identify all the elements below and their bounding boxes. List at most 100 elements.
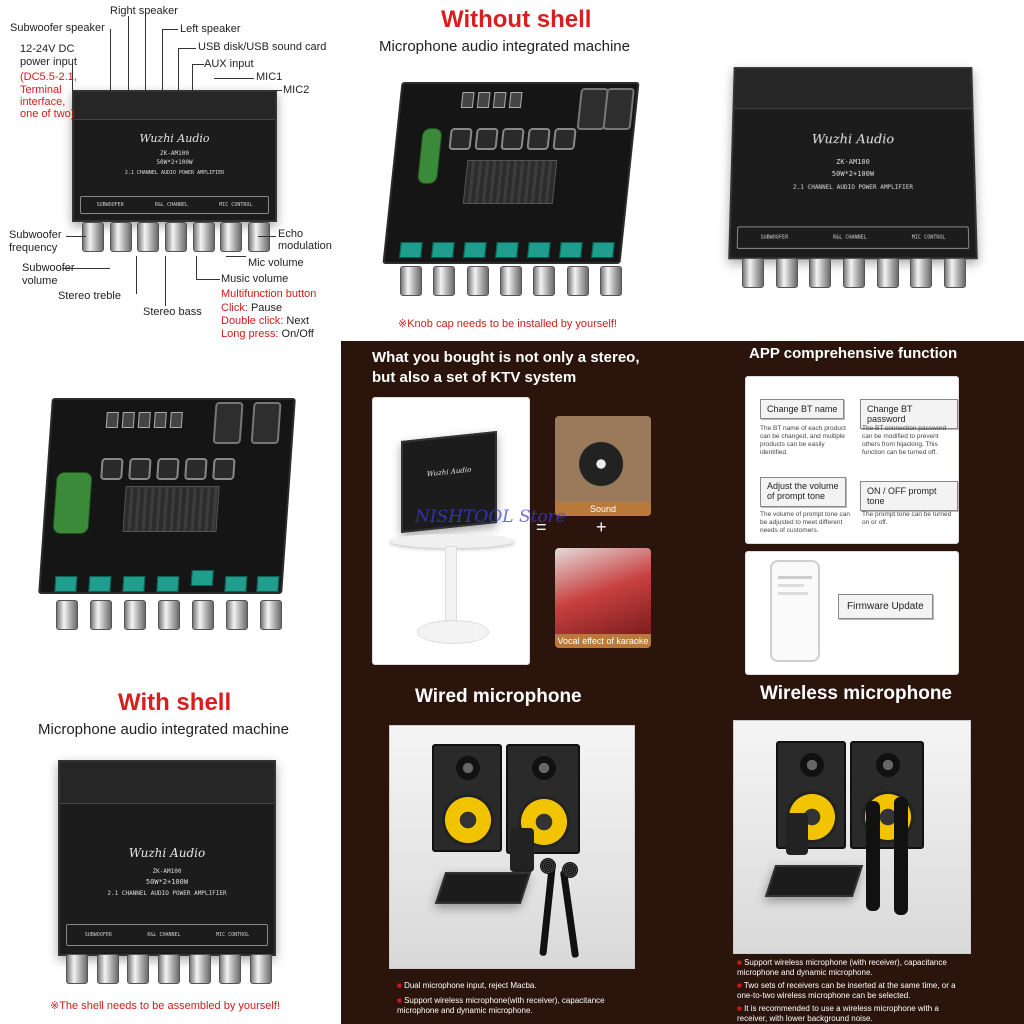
phone-mockup [770,560,820,662]
knob[interactable] [466,266,489,296]
knob[interactable] [433,266,456,296]
echo-modulation-knob[interactable] [247,222,270,252]
wired-title: Wired microphone [415,686,582,707]
label-mic-volume: Mic volume [248,257,304,269]
strip-label: SUBWOOFER [760,234,789,241]
change-bt-password-button[interactable]: Change BT password [860,399,958,429]
karaoke-label: Vocal effect of karaoke [555,634,651,648]
label-long-press: Long press: On/Off [221,328,314,340]
knob[interactable] [127,954,150,984]
pedestal-stem [445,546,457,626]
knob[interactable] [157,954,180,984]
amplifier-front-panel: Wuzhi Audio ZK-AM100 50W*2+100W 2.1 CHAN… [58,760,276,956]
bare-circuit-board [38,398,296,594]
firmware-update-button[interactable]: Firmware Update [838,594,933,619]
stereo-bass-knob[interactable] [164,222,187,252]
knob-row [742,258,966,288]
label-stereo-treble: Stereo treble [58,290,121,302]
knob[interactable] [842,258,865,288]
knob[interactable] [943,258,966,288]
amplifier-image [764,865,864,897]
knob[interactable] [66,954,88,984]
music-volume-knob[interactable] [192,222,215,252]
label-mic2: MIC2 [283,84,310,96]
amplifier-front-panel: Wuzhi Audio ZK-AM100 50W*2+100W 2.1 CHAN… [72,90,277,222]
knob[interactable] [260,600,282,630]
knob[interactable] [219,954,242,984]
strip-label: R&L CHANNEL [833,234,867,241]
wireless-microphone-image [894,797,908,915]
device-model: ZK-AM100 [160,150,189,157]
subwoofer-frequency-knob[interactable] [82,222,104,252]
strip-label: MIC CONTROL [216,932,250,938]
label-dc-note-2: Terminal [20,84,62,96]
wired-bullet: ■ Support wireless microphone(with recei… [397,996,605,1016]
strip-label: R&L CHANNEL [147,932,181,938]
left-speaker-image [432,744,502,852]
knob[interactable] [566,266,589,296]
shell-assembly-note: ※The shell needs to be assembled by your… [50,1000,280,1012]
knob[interactable] [742,258,764,288]
knob[interactable] [400,266,422,296]
wired-bullet: ■ Dual microphone input, reject Macba. [397,981,537,990]
without-shell-title: Without shell [441,6,592,33]
knob[interactable] [533,266,556,296]
device-power: 50W*2+100W [156,159,193,166]
device-brand: Wuzhi Audio [139,132,210,145]
change-bt-name-button[interactable]: Change BT name [760,399,845,419]
subwoofer-volume-knob[interactable] [109,222,132,252]
with-shell-title: With shell [118,689,232,716]
label-left-speaker: Left speaker [180,23,241,35]
with-shell-subtitle: Microphone audio integrated machine [38,721,289,738]
knob[interactable] [775,258,798,288]
device-model: ZK-AM100 [152,868,182,875]
phone-image [786,813,808,855]
label-stereo-bass: Stereo bass [143,306,202,318]
knob[interactable] [809,258,832,288]
adjust-volume-button[interactable]: Adjust the volume of prompt tone [760,477,846,507]
knob[interactable] [226,600,248,630]
knob[interactable] [249,954,272,984]
label-mic1: MIC1 [256,71,283,83]
plus-sign: + [596,517,607,537]
phone-image [510,828,534,872]
knob[interactable] [56,600,78,630]
amplifier-image [434,872,532,904]
device-description: 2.1 CHANNEL AUDIO POWER AMPLIFIER [107,890,227,897]
label-subwoofer-frequency-2: frequency [9,242,58,254]
wireless-bullet: ■ It is recommended to use a wireless mi… [737,1004,939,1024]
firmware-card: Firmware Update [745,551,959,675]
knob[interactable] [192,600,214,630]
stereo-treble-knob[interactable] [137,222,160,252]
strip-label: R&L CHANNEL [154,202,189,208]
device-power: 50W*2+100W [831,169,875,178]
knob[interactable] [124,600,146,630]
knob[interactable] [90,600,112,630]
equals-sign: = [536,517,547,537]
mic-volume-knob[interactable] [220,222,243,252]
label-dc-note-3: interface, [20,96,66,108]
device-description: 2.1 CHANNEL AUDIO POWER AMPLIFIER [792,183,914,191]
label-double-click: Double click: Next [221,315,310,327]
knob-row [400,266,622,296]
knob[interactable] [876,258,899,288]
knob[interactable] [499,266,522,296]
label-multifunction: Multifunction button [221,288,317,300]
wireless-setup-photo [733,720,971,954]
knob-row [66,954,272,984]
microphone-image [559,869,580,959]
knob-row [56,600,282,630]
knob[interactable] [96,954,119,984]
knob[interactable] [158,600,180,630]
control-strip: SUBWOOFER R&L CHANNEL MIC CONTROL [736,226,970,249]
label-subwoofer-volume-1: Subwoofer [22,262,75,274]
prompt-tone-button[interactable]: ON / OFF prompt tone [860,481,958,511]
knob[interactable] [599,266,622,296]
label-right-speaker: Right speaker [110,5,178,17]
ktv-headline-1: What you bought is not only a stereo, [372,349,640,366]
knob[interactable] [910,258,933,288]
label-dc-note-4: one of two) [20,108,75,120]
sound-label: Sound [555,502,651,516]
knob[interactable] [188,954,211,984]
device-description: 2.1 CHANNEL AUDIO POWER AMPLIFIER [124,170,225,176]
